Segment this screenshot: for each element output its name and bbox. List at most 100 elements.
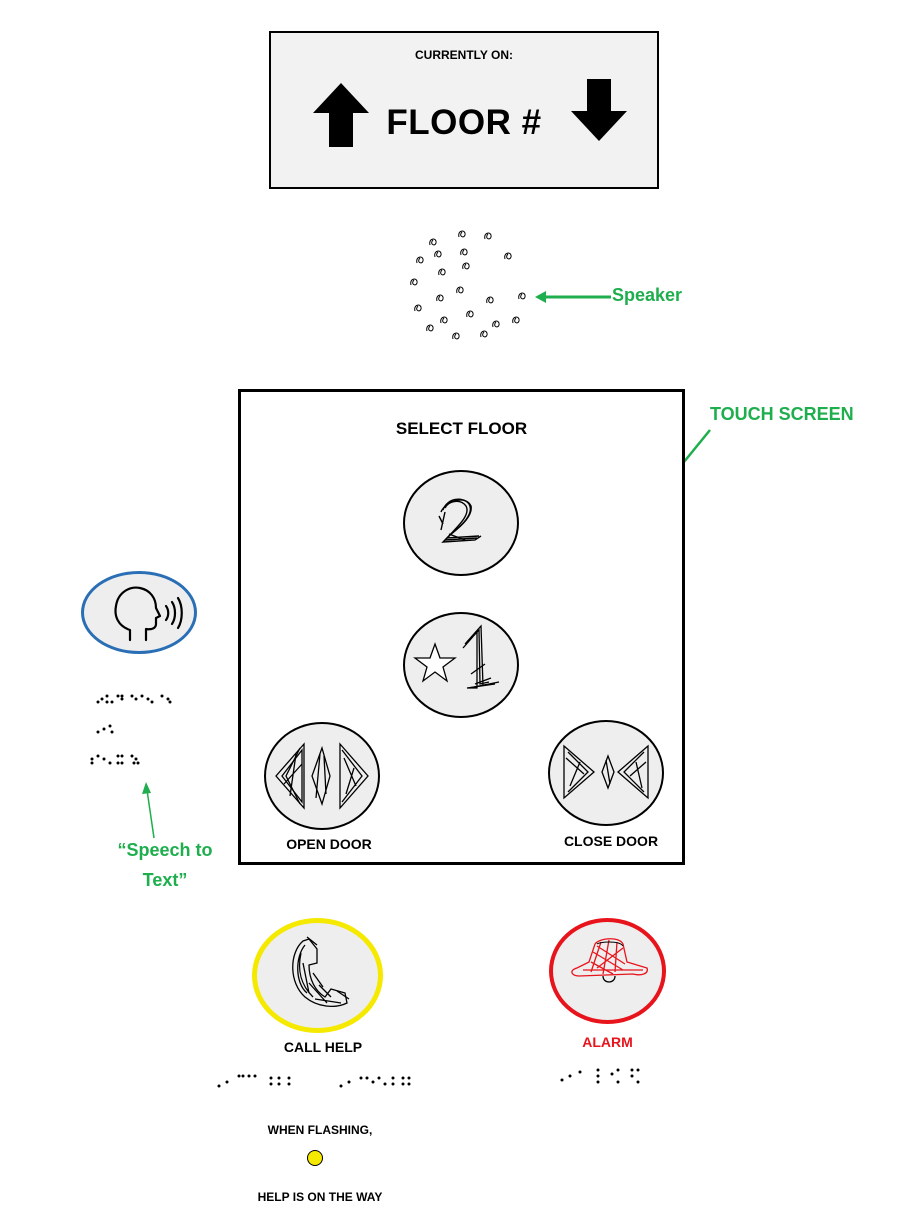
floor-2-icon [438,498,482,543]
braille-dot [120,694,124,698]
braille-dot [120,697,124,701]
braille-dot [134,697,138,701]
speaker-hole [414,304,422,312]
braille-dot [130,694,134,698]
braille-dot [277,1076,281,1080]
speaker-hole [440,316,448,324]
speaker-hole [434,250,442,258]
braille-dot [596,1068,600,1072]
speaker-hole [484,232,492,240]
close-door-button[interactable] [548,720,664,826]
braille-dot [269,1076,273,1080]
braille-dot [120,761,124,765]
speech-annotation-line2: Text” [142,870,188,890]
braille-dot [269,1082,273,1086]
braille-dot [108,724,112,728]
braille-dot [636,1068,640,1072]
speaker-hole [429,238,437,246]
braille-dot [237,1074,241,1078]
braille-dot [407,1076,411,1080]
braille-alarm [558,1066,662,1086]
alarm-button[interactable] [549,918,666,1024]
speaker-hole [436,294,444,302]
braille-dot [146,697,150,701]
floor-display-panel: CURRENTLY ON: FLOOR # [269,31,659,189]
call-help-button[interactable] [252,918,383,1033]
speaker-hole [416,256,424,264]
close-door-icon [563,744,649,800]
speaker-hole [486,296,494,304]
braille-dot [277,1082,281,1086]
braille-dot [596,1080,600,1084]
braille-speech-text [90,690,200,770]
alarm-label: ALARM [582,1034,633,1050]
speaker-hole [512,316,520,324]
speaker-pointer-arrow [535,291,611,303]
speaking-head-icon [114,586,183,642]
speaker-hole [492,320,500,328]
braille-dot [247,1074,251,1078]
speaker-hole [518,292,526,300]
braille-dot [241,1074,245,1078]
when-flashing-text: WHEN FLASHING, [267,1123,373,1137]
speech-annotation-line1: “Speech to [117,840,213,860]
braille-dot [578,1070,582,1074]
arrow-up-icon [313,83,369,147]
braille-dot [568,1074,572,1078]
braille-dot [116,761,120,765]
braille-dot [110,730,114,734]
braille-dot [630,1068,634,1072]
braille-dot [96,754,100,758]
braille-dot [90,757,94,761]
touch-screen-annotation: TOUCH SCREEN [710,404,854,424]
speaker-hole [456,286,464,294]
braille-dot [287,1082,291,1086]
currently-on-label: CURRENTLY ON: [414,48,513,62]
open-door-button[interactable] [264,722,380,830]
speech-to-text-button[interactable] [81,571,197,654]
star-floor-1-icon [413,624,500,689]
braille-dot [560,1078,564,1082]
braille-dot [391,1076,395,1080]
braille-dot [136,761,140,765]
speaker-hole [466,310,474,318]
braille-dot [150,700,154,704]
braille-dot [132,761,136,765]
speaker-hole [504,252,512,260]
close-door-label: CLOSE DOOR [563,833,659,849]
braille-dot [166,697,170,701]
braille-dot [253,1074,257,1078]
braille-dot [108,761,112,765]
braille-dot [160,694,164,698]
speech-pointer-arrow [138,782,158,840]
braille-dot [636,1080,640,1084]
braille-dot [371,1080,375,1084]
braille-dot [168,700,172,704]
call-help-label: CALL HELP [283,1039,363,1055]
speaker-hole [438,268,446,276]
braille-dot [105,700,109,704]
speaker-grille-icon [400,220,535,345]
braille-dot [102,727,106,731]
alarm-bell-icon [571,938,648,983]
floor-2-button[interactable] [403,470,519,576]
braille-dot [225,1080,229,1084]
speaker-hole [458,230,466,238]
braille-dot [616,1080,620,1084]
braille-dot [140,694,144,698]
braille-dot [630,1074,634,1078]
speaker-hole [462,262,470,270]
braille-dot [116,754,120,758]
current-floor-number: FLOOR # [386,103,542,142]
braille-dot [401,1076,405,1080]
braille-dot [596,1074,600,1078]
speaker-hole [426,324,434,332]
braille-dot [407,1082,411,1086]
phone-handset-icon [292,936,350,1008]
floor-1-main-button[interactable] [403,612,519,718]
braille-dot [383,1082,387,1086]
speaker-hole [480,330,488,338]
braille-dot [610,1072,614,1076]
speaker-hole [410,278,418,286]
braille-dot [130,754,134,758]
